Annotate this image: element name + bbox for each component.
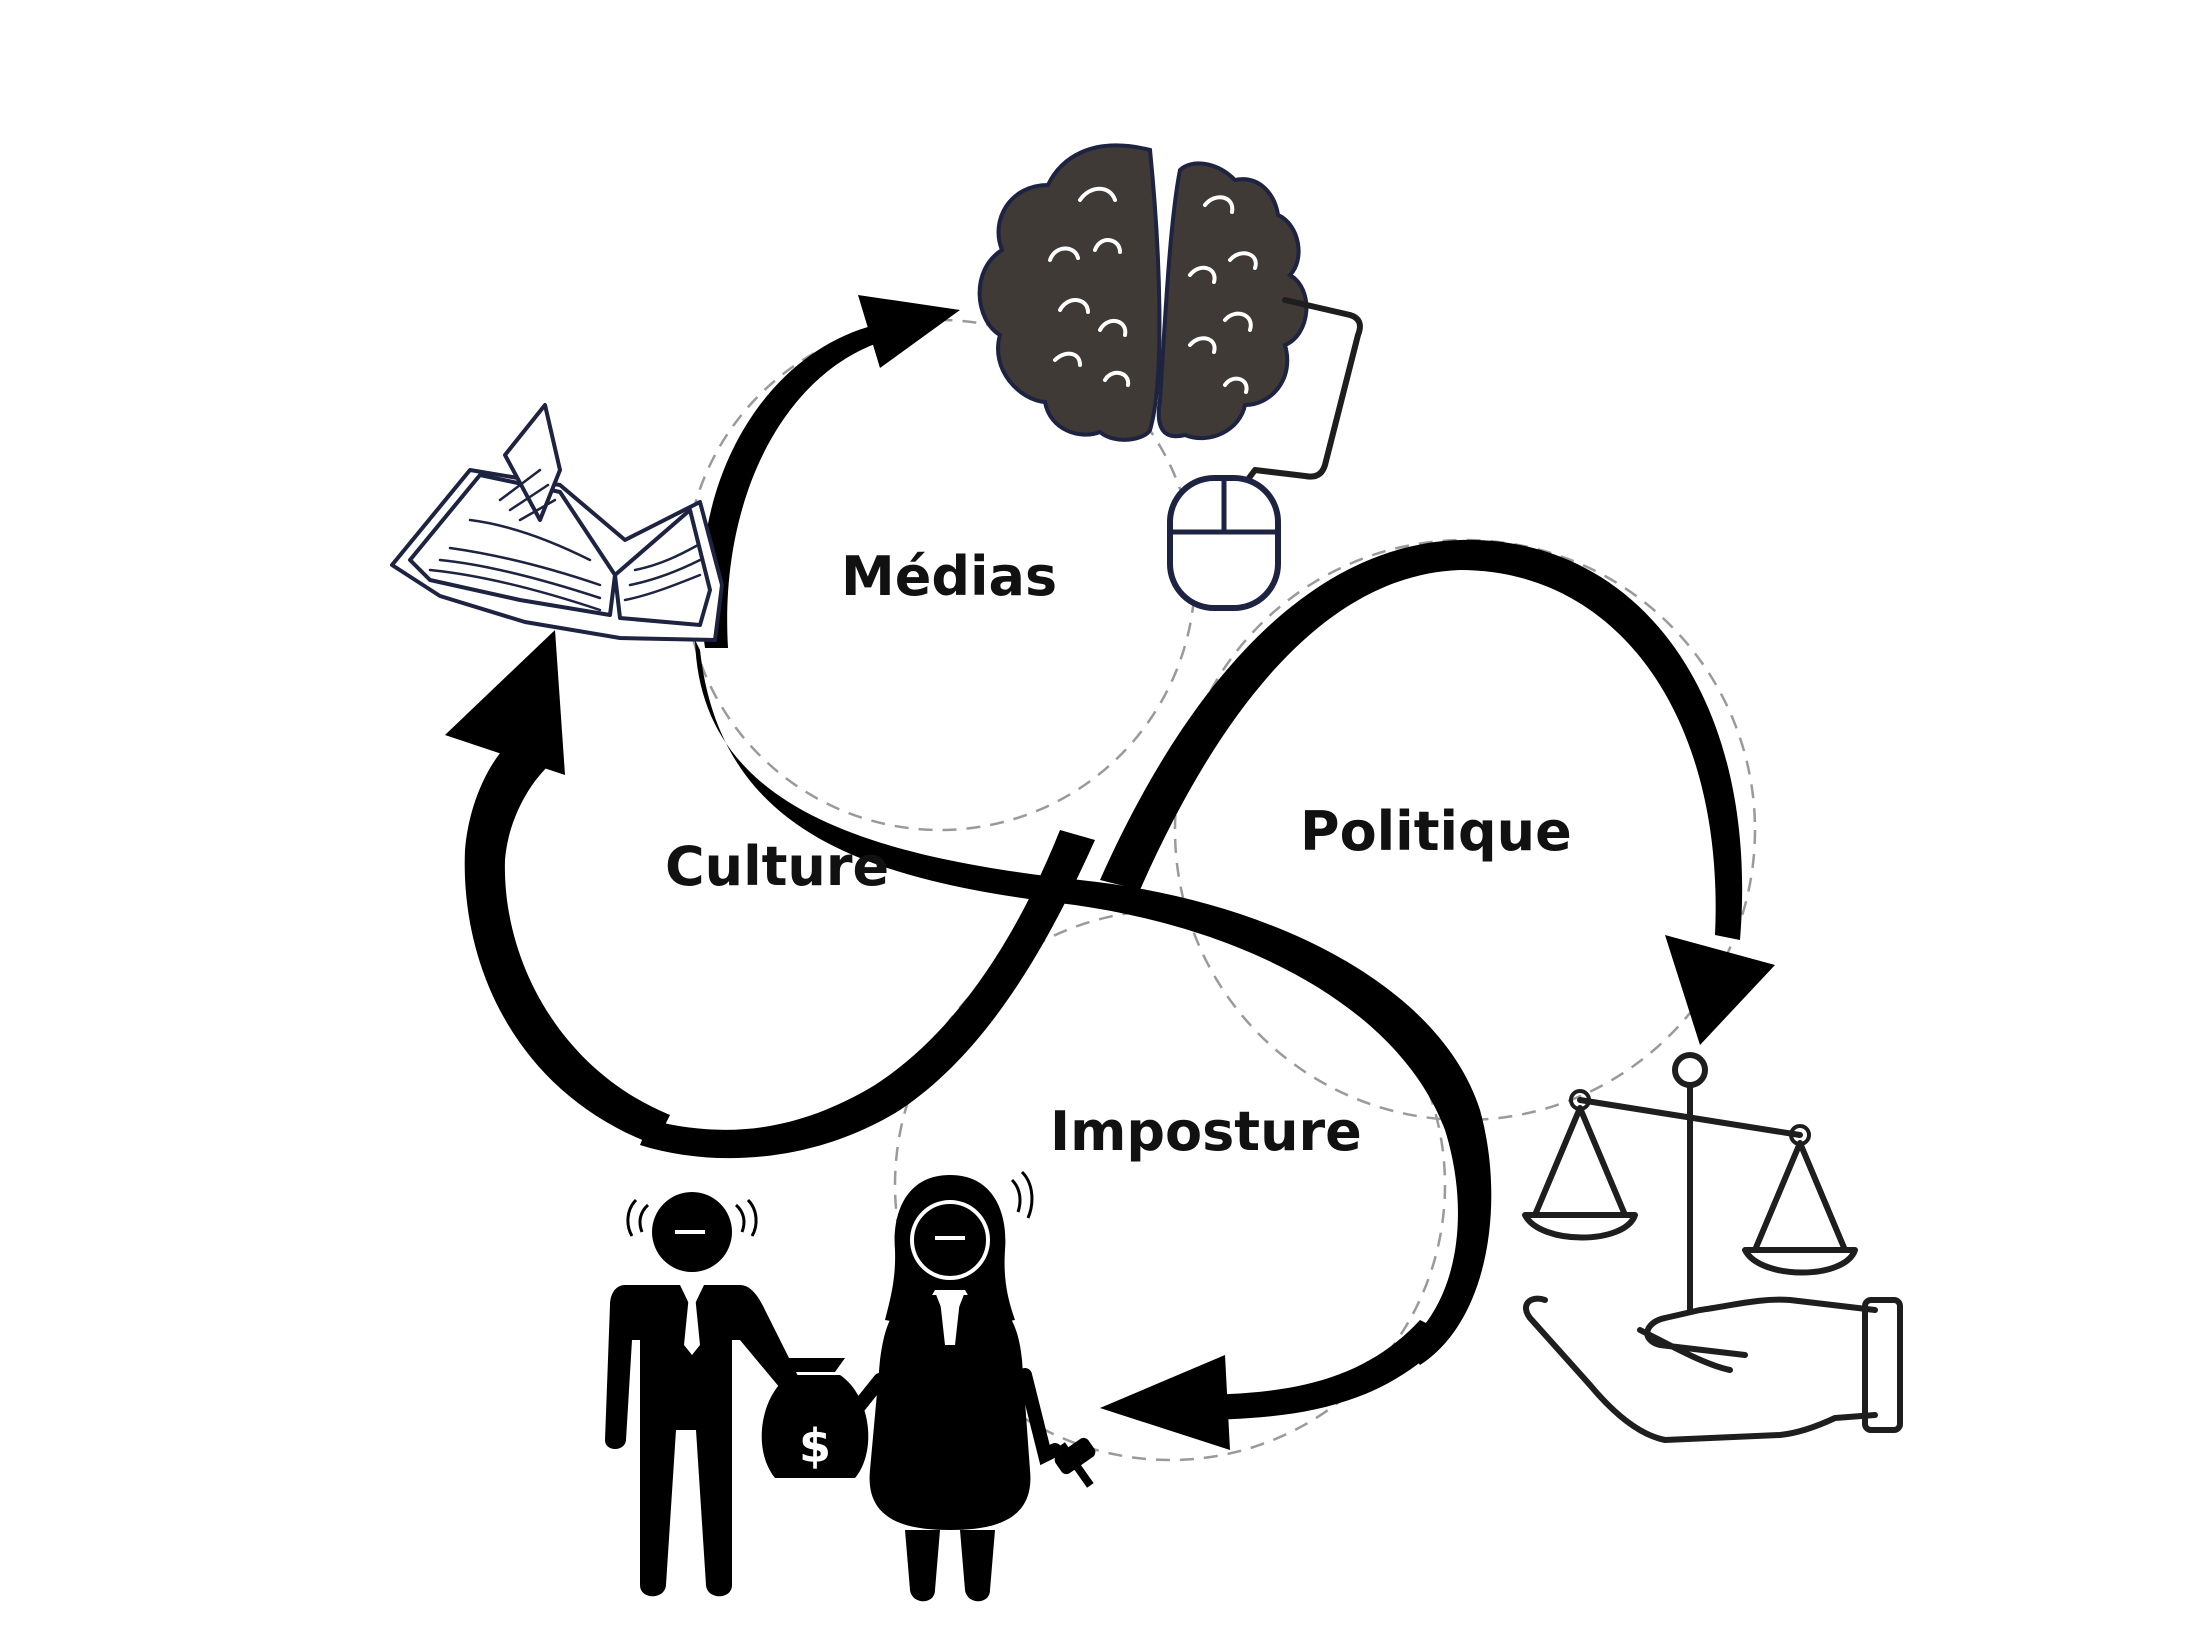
guide-circle-politique [1173,538,1757,1122]
brain-right-hemisphere [1156,161,1309,441]
arrow-politique-loop [1100,539,1743,940]
arrow-book-to-brain [701,320,910,648]
flow-arrows [445,295,1775,1450]
brain-with-computer-mouse-icon [977,143,1363,611]
gavel-icon [1054,1437,1096,1488]
money-bag-dollar-sign: $ [799,1419,831,1473]
arrowhead-justice [1665,935,1775,1045]
judge-figure [831,1170,1096,1602]
arrow-imposture-tail [1185,1320,1450,1420]
brain-left-hemisphere [977,143,1162,442]
money-bag-icon: $ [761,1358,869,1478]
arrow-medias-sweep [695,640,1492,1365]
label-medias: Médias [841,545,1057,608]
label-politique: Politique [1300,800,1572,863]
labels: Médias Culture Politique Imposture [665,545,1572,1163]
mouse-cable [1237,297,1363,493]
arrow-culture-crossing [640,830,1095,1159]
open-hand [1523,1295,1878,1443]
label-imposture: Imposture [1050,1100,1362,1163]
arrow-culture-loop [464,735,670,1145]
open-book-icon [390,403,724,642]
arrowhead-imposture [1100,1355,1230,1450]
bribery-judge-and-businessman-icon: $ [605,1170,1096,1602]
guide-circle-imposture [893,908,1447,1462]
arrowhead-brain [858,295,960,368]
scales-of-justice-in-hand-icon [1522,1052,1903,1443]
label-culture: Culture [665,835,889,898]
arrowhead-book [445,630,565,775]
